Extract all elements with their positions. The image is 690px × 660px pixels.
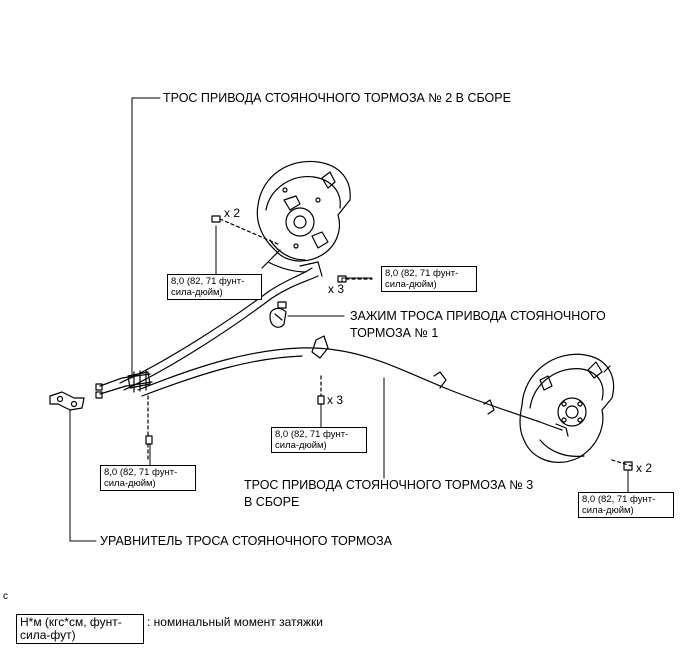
- torque-value-line1: 8,0 (82, 71 фунт-: [385, 268, 459, 279]
- quantity-x2-lower: x 2: [636, 461, 653, 475]
- cable-ends: [95, 369, 153, 399]
- dashed-axis-lines: [147, 218, 633, 467]
- torque-value-line1: 8,0 (82, 71 фунт-: [104, 467, 178, 478]
- quantity-x3-middle: x 3: [327, 393, 344, 407]
- cable-no2: [119, 261, 323, 391]
- clamp-no1: [269, 307, 287, 328]
- bolts: [145, 215, 633, 471]
- torque-value-line2: сила-дюйм): [275, 440, 327, 451]
- torque-value-line2: сила-дюйм): [582, 505, 634, 516]
- torque-value-line2: сила-дюйм): [104, 478, 156, 489]
- clamp-label-line2: ТОРМОЗА № 1: [350, 326, 439, 340]
- lower-backing-plate: [519, 353, 615, 463]
- legend-description: : номинальный момент затяжки: [147, 615, 323, 629]
- legend-box-line1: Н*м (кгс*см, фунт-: [20, 615, 122, 629]
- torque-box-lower-left: 8,0 (82, 71 фунт- сила-дюйм): [100, 465, 196, 491]
- torque-value-line2: сила-дюйм): [171, 287, 223, 298]
- equalizer-part: [49, 391, 85, 411]
- quantity-x2-upper: x 2: [224, 206, 241, 220]
- torque-box-upper-right: 8,0 (82, 71 фунт- сила-дюйм): [381, 266, 477, 292]
- cable-no3: [137, 335, 569, 437]
- leader-lines: [69, 97, 629, 542]
- upper-backing-plate: [256, 160, 351, 269]
- torque-value-line1: 8,0 (82, 71 фунт-: [275, 429, 349, 440]
- torque-box-lower-right: 8,0 (82, 71 фунт- сила-дюйм): [578, 492, 674, 518]
- torque-box-upper-left: 8,0 (82, 71 фунт- сила-дюйм): [167, 274, 262, 300]
- corner-mark: c: [3, 591, 8, 602]
- quantity-x3-upper: x 3: [328, 282, 345, 296]
- cable-no2-label: ТРОС ПРИВОДА СТОЯНОЧНОГО ТОРМОЗА № 2 В С…: [163, 91, 511, 105]
- torque-box-middle: 8,0 (82, 71 фунт- сила-дюйм): [271, 427, 367, 453]
- cable-no3-label-line1: ТРОС ПРИВОДА СТОЯНОЧНОГО ТОРМОЗА № 3: [244, 478, 534, 492]
- torque-value-line2: сила-дюйм): [385, 279, 437, 290]
- legend-box: Н*м (кгс*см, фунт- сила-фут): [16, 614, 144, 644]
- cable-no3-label-line2: В СБОРЕ: [244, 495, 300, 509]
- equalizer-label: УРАВНИТЕЛЬ ТРОСА СТОЯНОЧНОГО ТОРМОЗА: [100, 534, 392, 548]
- legend-box-line2: сила-фут): [20, 628, 76, 642]
- torque-value-line1: 8,0 (82, 71 фунт-: [582, 494, 656, 505]
- torque-value-line1: 8,0 (82, 71 фунт-: [171, 276, 245, 287]
- clamp-label-line1: ЗАЖИМ ТРОСА ПРИВОДА СТОЯНОЧНОГО: [350, 309, 606, 323]
